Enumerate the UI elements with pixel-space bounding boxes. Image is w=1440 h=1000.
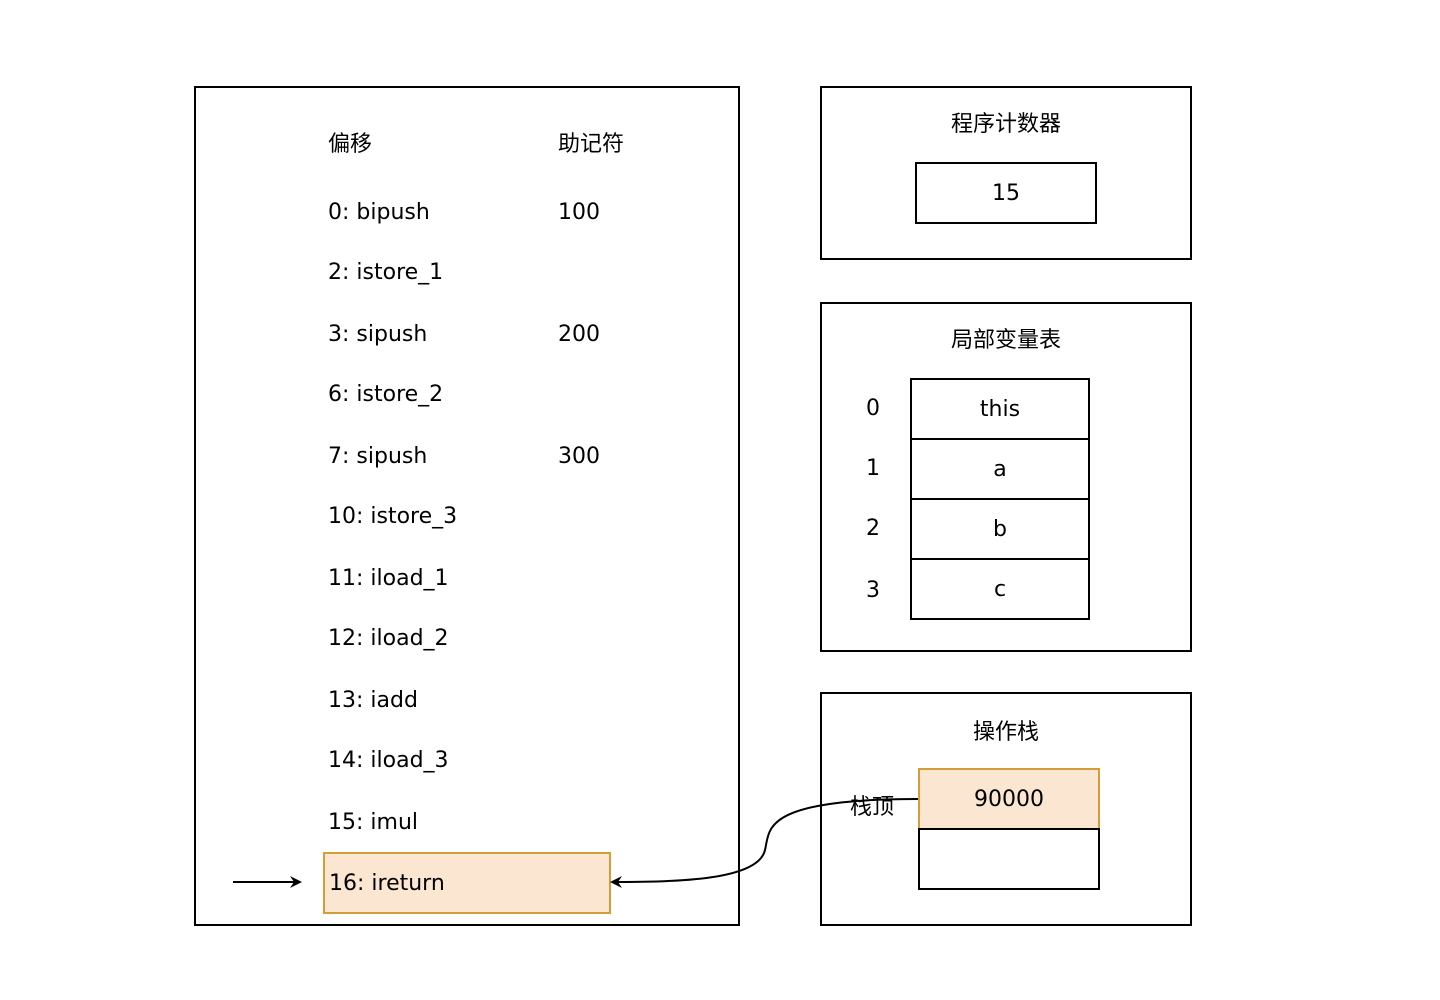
operand-stack-title: 操作栈	[972, 720, 1039, 745]
program-counter-value: 15	[992, 180, 1020, 206]
instruction-arg: 100	[558, 200, 600, 225]
instruction-row: 6: istore_2	[328, 382, 444, 407]
instruction-row: 14: iload_3	[328, 748, 449, 773]
slot-value: this	[979, 396, 1021, 422]
instruction-row: 13: iadd	[328, 688, 418, 713]
local-variable-slot: b	[910, 498, 1090, 560]
current-instruction-highlight: 16: ireturn	[323, 852, 611, 914]
slot-value: c	[993, 576, 1007, 602]
stack-entry-value: 90000	[974, 786, 1044, 812]
instruction-row: 10: istore_3	[328, 504, 458, 529]
local-variable-slot: a	[910, 438, 1090, 500]
slot-index: 0	[866, 396, 880, 421]
instruction-row: 2: istore_1	[328, 260, 444, 285]
instruction-arg: 200	[558, 322, 600, 347]
local-variable-slot: c	[910, 558, 1090, 620]
slot-value: b	[993, 516, 1007, 542]
instruction-row: 12: iload_2	[328, 626, 449, 651]
instruction-arg: 300	[558, 444, 600, 469]
instruction-row: 15: imul	[328, 810, 418, 835]
local-variable-slot: this	[910, 378, 1090, 440]
program-counter-value-box: 15	[915, 162, 1097, 224]
program-counter-title: 程序计数器	[950, 112, 1061, 137]
local-variable-title: 局部变量表	[950, 328, 1061, 353]
current-instruction-label: 16: ireturn	[329, 870, 445, 896]
instruction-row: 7: sipush	[328, 444, 428, 469]
stack-top-entry: 90000	[918, 768, 1100, 830]
slot-value: a	[993, 456, 1007, 482]
instruction-row: 11: iload_1	[328, 566, 449, 591]
slot-index: 2	[866, 516, 880, 541]
bytecode-panel	[194, 86, 740, 926]
stack-top-label: 栈顶	[850, 795, 895, 820]
header-offset: 偏移	[328, 132, 373, 157]
stack-entry	[918, 828, 1100, 890]
instruction-row: 0: bipush	[328, 200, 430, 225]
slot-index: 3	[866, 578, 880, 603]
slot-index: 1	[866, 456, 880, 481]
instruction-row: 3: sipush	[328, 322, 428, 347]
header-mnemonic: 助记符	[558, 132, 625, 157]
